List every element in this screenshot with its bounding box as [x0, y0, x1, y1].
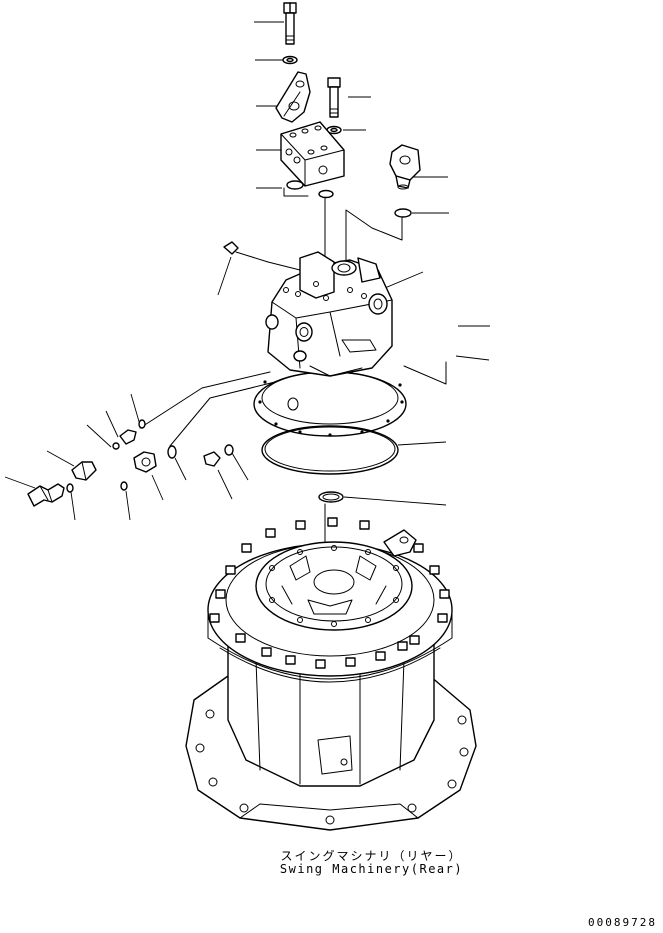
- motor-seal-ring: [261, 425, 399, 475]
- left-o-ring-5: [167, 445, 177, 459]
- callout-leaders: [4, 21, 490, 521]
- small-bolt: [327, 77, 341, 118]
- check-valve: [71, 461, 97, 481]
- plug-fitting: [203, 451, 221, 467]
- elbow-adapter: [133, 451, 157, 473]
- relief-valve: [27, 483, 65, 507]
- left-o-ring-4: [120, 481, 128, 491]
- bracket: [275, 71, 311, 123]
- side-plug-top: [223, 241, 269, 263]
- valve-block: [280, 121, 345, 187]
- caption-japanese: スイングマシナリ（リヤー）: [280, 849, 463, 863]
- top-bolt: [283, 2, 297, 45]
- block-o-ring-left: [286, 180, 304, 190]
- elbow-fitting: [389, 144, 421, 190]
- left-o-ring-3: [138, 419, 146, 429]
- block-o-ring-right: [318, 189, 334, 199]
- left-o-ring-2: [112, 442, 120, 450]
- caption-english: Swing Machinery(Rear): [279, 862, 464, 876]
- center-o-ring: [318, 491, 344, 503]
- housing-bolts: [209, 517, 450, 669]
- nipple-fitting: [119, 429, 137, 445]
- drawing-number: 00089728: [588, 916, 657, 929]
- swing-motor: [253, 251, 407, 437]
- top-washer: [282, 55, 298, 65]
- left-o-ring-6: [224, 444, 234, 456]
- swing-machinery-housing: [185, 517, 477, 831]
- fitting-o-ring: [394, 208, 412, 218]
- left-o-ring-1: [66, 483, 74, 493]
